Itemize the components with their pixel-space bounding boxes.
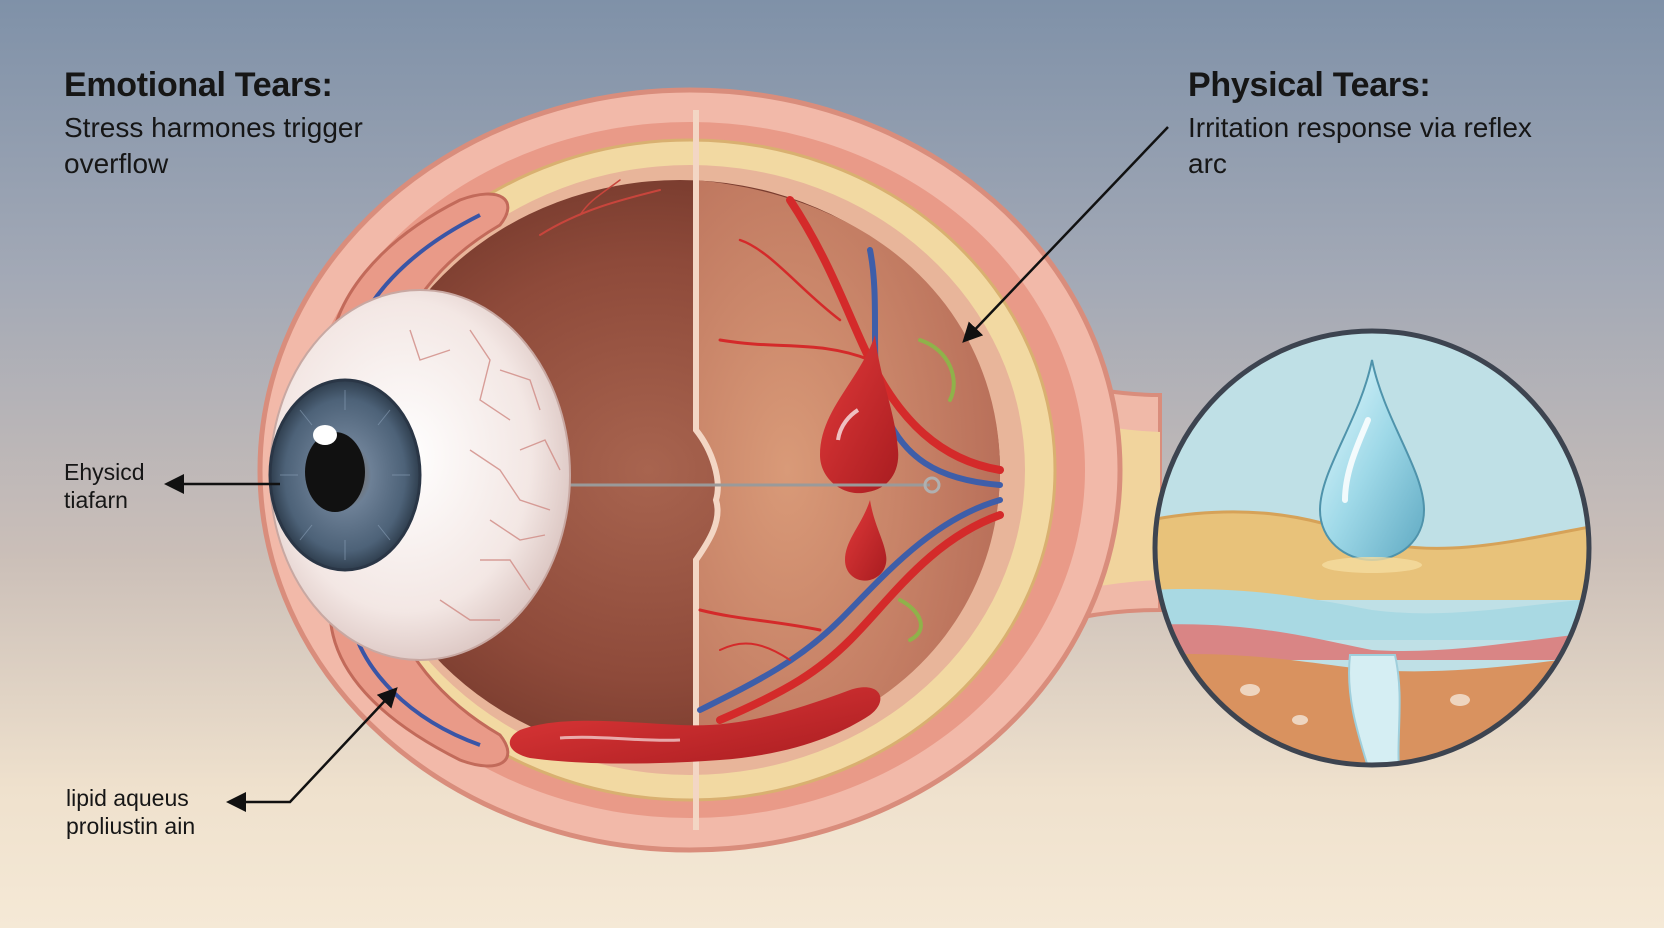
blood-vessels [539, 179, 1004, 724]
tear-channel [1348, 654, 1402, 765]
physical-tears-title: Physical Tears: [1188, 66, 1431, 104]
lower-callout-label: lipid aqueus proliustin ain [66, 785, 196, 839]
eye-callout-label: Ehysicd tiafarn [64, 459, 145, 513]
lower-callout-arrow [226, 687, 398, 812]
emotional-tears-title: Emotional Tears: [64, 66, 333, 104]
physical-tears-arrow [962, 126, 1169, 343]
blood-drop [820, 335, 899, 494]
eyeball-icon [268, 289, 571, 661]
center-pointer-dot [923, 476, 941, 494]
emotional-tears-description: Stress harmones trigger overflow [64, 112, 363, 179]
blood-pool [509, 687, 881, 764]
physical-tears-description: Irritation response via reflex arc [1188, 112, 1532, 179]
cavity-divider [693, 110, 721, 830]
blood-drip [845, 500, 887, 581]
inset-circle-border [1152, 328, 1592, 768]
